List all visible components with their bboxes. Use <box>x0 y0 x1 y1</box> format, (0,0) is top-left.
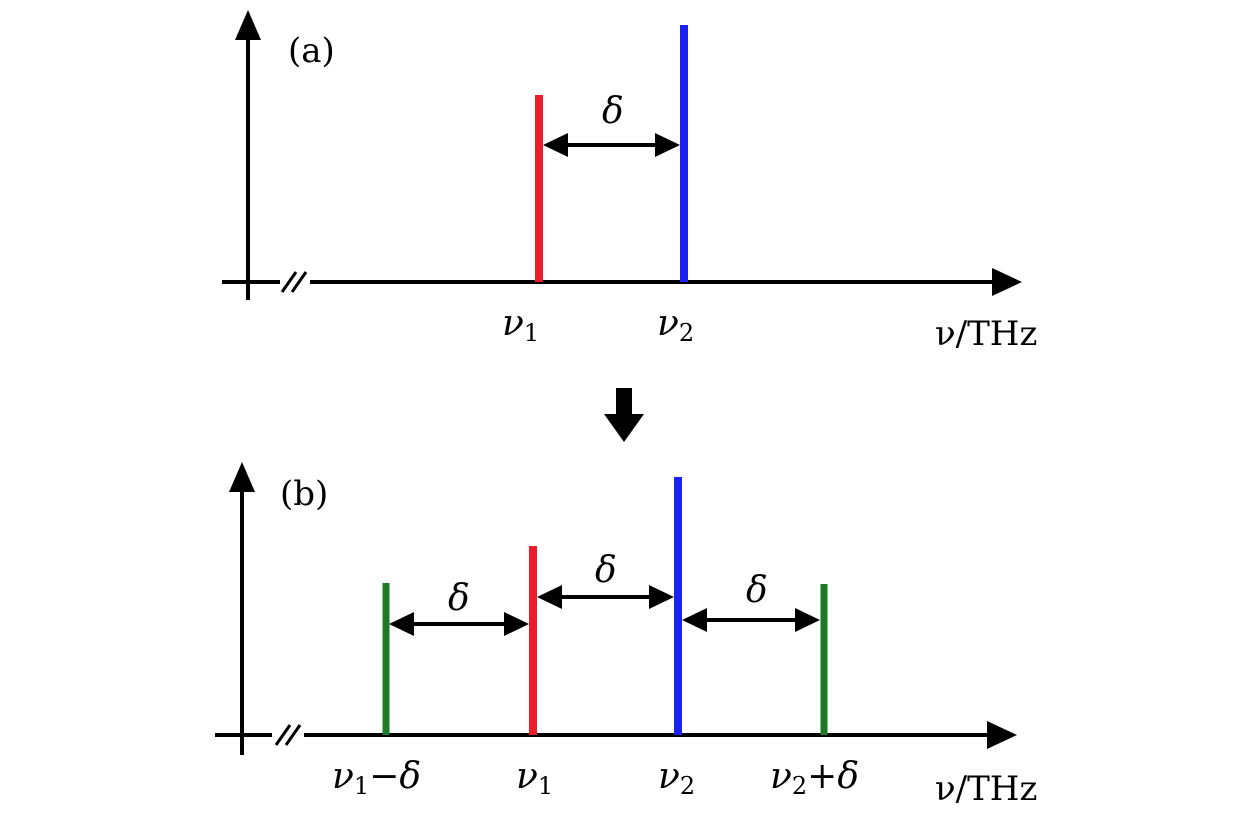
panel-b-delta-left-head-r <box>504 612 529 636</box>
panel-b-nu2-label: ν2 <box>658 756 695 800</box>
panel-a-axis-unit: ν/THz <box>935 314 1037 354</box>
panel-b-y-axis-arrowhead <box>229 462 255 492</box>
panel-b-delta-right-label: δ <box>746 570 768 611</box>
panel-b-nu2-plus-delta-label: ν2+δ <box>770 756 859 800</box>
panel-a-axis-break-1 <box>280 271 298 293</box>
panel-a-axis-break-2 <box>290 271 308 293</box>
panel-a: δ (a) ν1 ν2 ν/THz <box>222 10 1037 354</box>
panel-a-label: (a) <box>288 31 335 71</box>
panel-b-axis-break-2 <box>284 724 302 746</box>
panel-a-nu1-label: ν1 <box>502 303 539 347</box>
transition-down-arrow <box>604 388 644 442</box>
panel-b: δ δ δ (b) ν1−δ ν1 ν2 ν2+δ ν/THz <box>215 462 1037 809</box>
panel-b-axis-unit: ν/THz <box>935 769 1037 809</box>
panel-b-delta-mid-head-r <box>649 585 674 609</box>
panel-a-x-axis-arrowhead <box>992 268 1022 296</box>
panel-b-nu1-minus-delta-label: ν1−δ <box>332 756 421 800</box>
panel-a-delta-arrowhead-left <box>543 133 568 157</box>
panel-b-nu1-label: ν1 <box>516 756 553 800</box>
panel-b-label: (b) <box>280 474 328 514</box>
panel-b-delta-left-head-l <box>389 612 414 636</box>
panel-a-nu2-label: ν2 <box>657 303 694 347</box>
panel-b-delta-mid-head-l <box>537 585 562 609</box>
panel-a-y-axis-arrowhead <box>235 10 261 40</box>
panel-b-axis-break-1 <box>274 724 292 746</box>
panel-b-delta-mid-label: δ <box>595 550 617 591</box>
panel-b-x-axis-arrowhead <box>987 721 1017 749</box>
panel-b-delta-right-head-l <box>682 608 707 632</box>
panel-b-delta-right-head-r <box>795 608 820 632</box>
panel-b-delta-left-label: δ <box>448 578 470 619</box>
panel-a-delta-arrowhead-right <box>655 133 680 157</box>
panel-a-delta-label: δ <box>602 91 624 132</box>
